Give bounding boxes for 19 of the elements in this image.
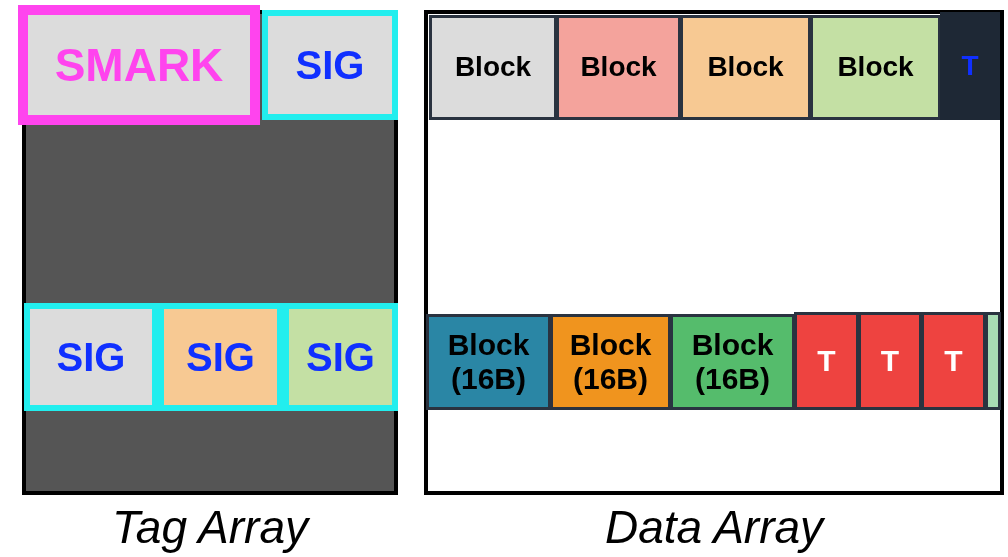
block-cell: Block (16B) [426, 314, 551, 410]
partial-cell [985, 312, 1001, 410]
block-cell: Block [680, 15, 811, 120]
panel-caption: Tag Array [111, 501, 311, 553]
block-cell: Block (16B) [670, 314, 795, 410]
block-cell: Block [429, 15, 557, 120]
block-cell: Block [556, 15, 681, 120]
tag-cell: T [940, 12, 1000, 120]
tag-cell: T [858, 312, 922, 410]
signature-box: SIG [24, 303, 158, 411]
smark-box: SMARK [18, 5, 260, 125]
signature-box: SIG [262, 10, 398, 120]
block-cell: Block (16B) [550, 314, 671, 410]
signature-box: SIG [158, 303, 283, 411]
block-cell: Block [810, 15, 941, 120]
tag-cell: T [794, 312, 859, 410]
panel-caption: Data Array [603, 501, 826, 553]
signature-box: SIG [283, 303, 398, 411]
tag-cell: T [921, 312, 986, 410]
